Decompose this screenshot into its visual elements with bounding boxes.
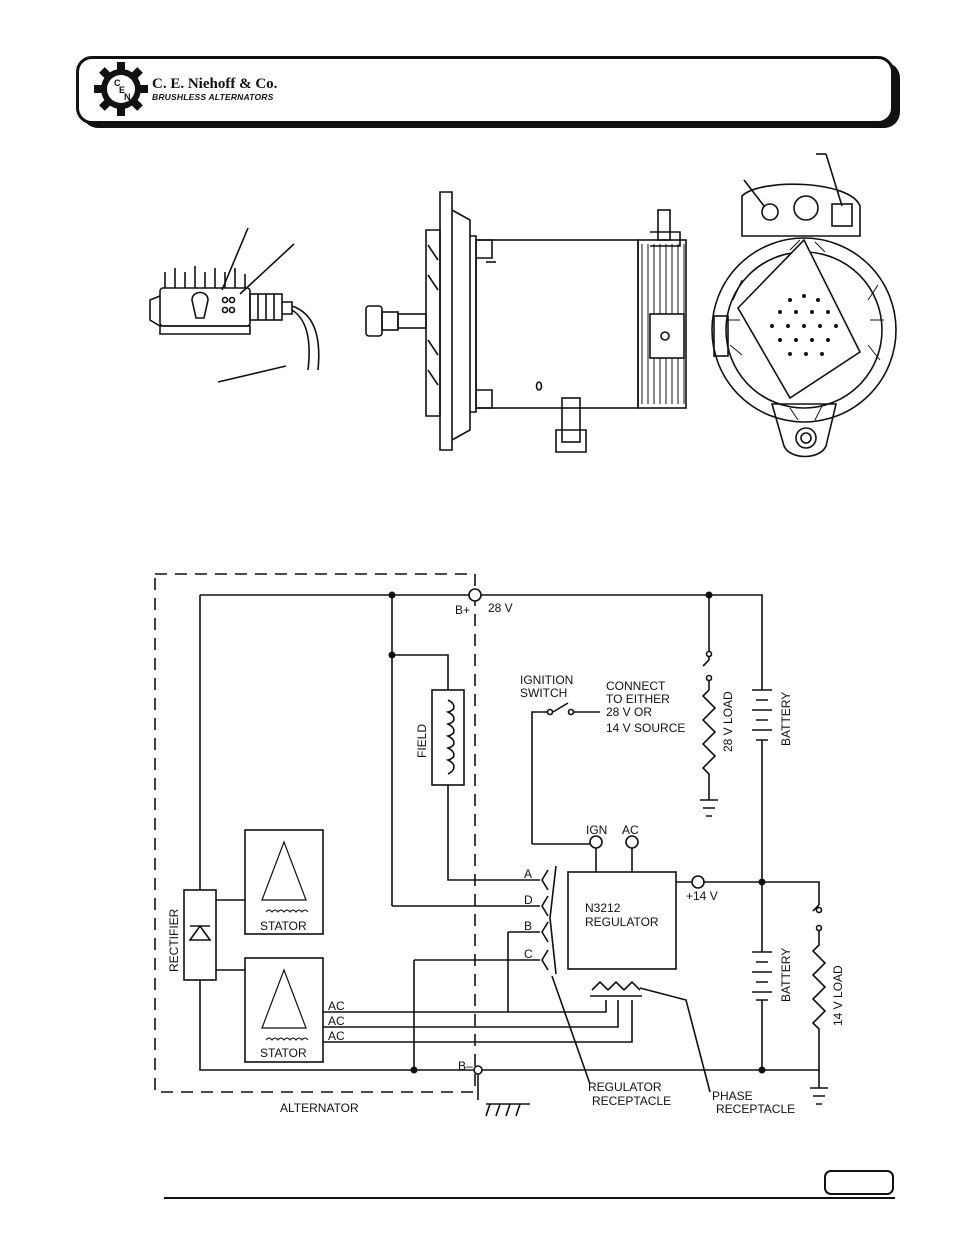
stator-lower-label: STATOR	[260, 1046, 307, 1060]
pin-a-label: A	[524, 867, 532, 881]
ac-line-label-2: AC	[328, 1014, 345, 1028]
regulator-drawing	[150, 228, 319, 382]
plus14-terminal	[692, 876, 704, 888]
hardware-illustration	[0, 0, 954, 520]
page-number-box	[824, 1170, 894, 1195]
v28-label: 28 V	[488, 601, 513, 615]
pin-d-label: D	[524, 893, 533, 907]
ac-terminal	[626, 836, 638, 848]
battery-14-label: BATTERY	[779, 948, 793, 1002]
pin-c-label: C	[524, 947, 533, 961]
regulator-receptacle-label-2: RECEPTACLE	[592, 1094, 671, 1108]
pin-b-label: B	[524, 919, 532, 933]
ign-label: IGN	[586, 823, 607, 837]
battery-28-label: BATTERY	[779, 692, 793, 746]
b-minus-label: B–	[458, 1059, 473, 1073]
regulator-label-1: N3212	[585, 901, 621, 915]
rectifier-label: RECTIFIER	[167, 908, 181, 972]
load-14-label: 14 V LOAD	[831, 965, 845, 1026]
alternator-label: ALTERNATOR	[280, 1101, 359, 1115]
b-plus-terminal	[469, 589, 481, 601]
stator-upper-label: STATOR	[260, 919, 307, 933]
wiring-schematic: ALTERNATOR B+ B– 28 V +14 V FIELD RECTIF…	[0, 520, 954, 1140]
rectifier	[184, 890, 216, 980]
connect-label-3: 28 V OR	[606, 705, 652, 719]
ac-line-label-3: AC	[328, 1029, 345, 1043]
ac-terminal-label: AC	[622, 823, 639, 837]
ignition-switch-label-2: SWITCH	[520, 686, 567, 700]
load-28-label: 28 V LOAD	[721, 691, 735, 752]
alternator-side-drawing	[366, 192, 686, 452]
plus14-label: +14 V	[686, 889, 718, 903]
ac-line-label-1: AC	[328, 999, 345, 1013]
phase-receptacle-label-2: RECEPTACLE	[716, 1102, 795, 1116]
connect-label-2: TO EITHER	[606, 692, 670, 706]
b-plus-label: B+	[455, 603, 470, 617]
connect-label-4: 14 V SOURCE	[606, 721, 685, 735]
phase-receptacle-label-1: PHASE	[712, 1089, 753, 1103]
alternator-end-drawing	[712, 154, 896, 457]
ignition-switch-label-1: IGNITION	[520, 673, 573, 687]
alternator-boundary	[155, 574, 475, 1092]
field-coil	[432, 690, 464, 785]
regulator-label-2: REGULATOR	[585, 915, 659, 929]
connect-label-1: CONNECT	[606, 679, 666, 693]
field-label: FIELD	[415, 724, 429, 758]
ign-terminal	[590, 836, 602, 848]
footer-rule	[164, 1197, 895, 1199]
regulator-receptacle-label-1: REGULATOR	[588, 1080, 662, 1094]
